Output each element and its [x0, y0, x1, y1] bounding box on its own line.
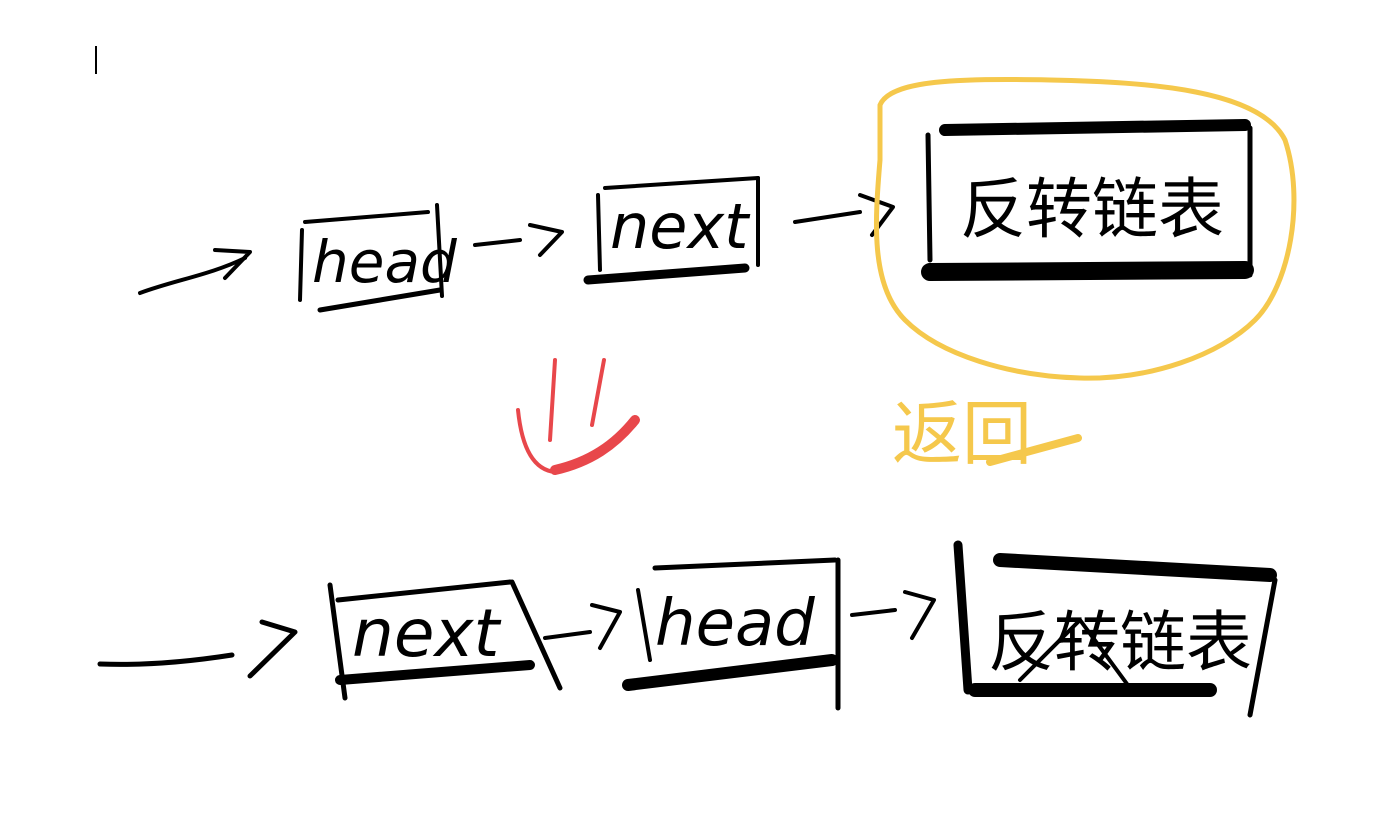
bottom-node-head-label: head — [655, 587, 815, 661]
bottom-node-reversed-label: 反转链表 — [988, 604, 1252, 681]
bottom-row: next head 反转链表 — [97, 540, 1278, 718]
highlight-circle — [873, 76, 1297, 381]
text-cursor — [95, 46, 97, 74]
top-node-head: head — [298, 203, 458, 313]
return-annotation: 返回 — [892, 393, 1082, 475]
bottom-node-head: head — [622, 557, 841, 711]
return-label: 返回 — [892, 393, 1032, 475]
top-arrow-1 — [473, 223, 564, 257]
top-node-reversed: 反转链表 — [921, 119, 1254, 281]
top-node-next-label: next — [610, 190, 751, 263]
top-node-reversed-label: 反转链表 — [960, 171, 1224, 248]
bottom-node-next-label: next — [352, 595, 501, 672]
bottom-arrow-1 — [543, 603, 622, 650]
top-arrow-2 — [793, 193, 895, 237]
red-marker-annotation — [516, 358, 640, 475]
top-entry-arrow — [138, 248, 252, 295]
bottom-arrow-2 — [850, 590, 936, 640]
top-node-head-label: head — [312, 228, 458, 296]
top-node-next: next — [583, 176, 760, 285]
bottom-entry-arrow — [97, 619, 298, 679]
bottom-node-next: next — [327, 579, 563, 701]
bottom-node-reversed: 反转链表 — [953, 540, 1278, 718]
top-row: head next 反转链表 — [138, 76, 1297, 381]
